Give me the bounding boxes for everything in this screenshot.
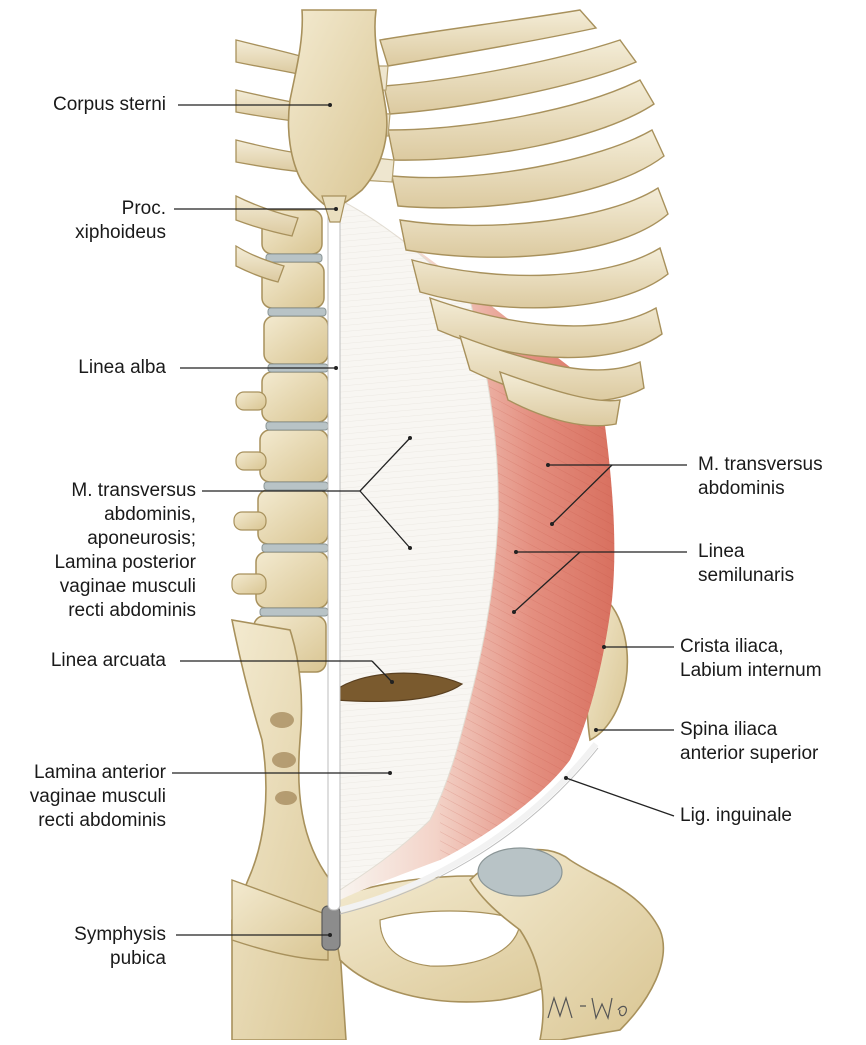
label-m-transversus: M. transversus abdominis (698, 453, 823, 501)
femur (468, 848, 665, 1041)
label-symphysis-pubica: Symphysis pubica (74, 923, 166, 971)
label-line: Crista iliaca, (680, 636, 784, 657)
label-line: Corpus sterni (53, 94, 166, 115)
label-line: vaginae musculi (29, 786, 166, 807)
label-lamina-anterior: Lamina anterior vaginae musculi recti abdo… (30, 761, 166, 833)
linea-arcuata-opening (335, 672, 464, 703)
label-linea-alba: Linea alba (78, 356, 166, 380)
aponeurosis-fibers (340, 200, 499, 890)
label-crista-iliaca: Crista iliaca, Labium internum (680, 635, 822, 683)
symphysis (321, 905, 341, 951)
label-line: Linea alba (78, 357, 166, 378)
label-line: Linea arcuata (50, 650, 166, 671)
label-line: vaginae musculi (59, 576, 196, 597)
label-line: abdominis, (104, 504, 196, 525)
label-line: M. transversus (698, 454, 823, 475)
label-line: Lig. inguinale (680, 805, 792, 826)
obturator-foramen (379, 910, 521, 967)
inguinal-ligament-edge (339, 747, 599, 915)
label-linea-semilunaris: Linea semilunaris (698, 540, 794, 588)
femoral-head-cartilage (477, 847, 563, 897)
label-line: Spina iliaca (680, 719, 778, 740)
linea-alba (327, 199, 341, 911)
label-line: semilunaris (698, 565, 795, 586)
label-transversus-aponeurosis: M. transversus abdominis, aponeurosis; Lami… (54, 479, 196, 623)
label-line: Lamina posterior (54, 552, 196, 573)
label-line: Symphysis (74, 924, 166, 945)
label-lig-inguinale: Lig. inguinale (680, 804, 792, 828)
label-line: anterior superior (680, 743, 819, 764)
sacral-foramina (270, 712, 297, 805)
label-line: Labium internum (680, 660, 822, 681)
leader-endpoints (328, 103, 606, 937)
label-line: Lamina anterior (33, 762, 166, 783)
vertebral-column (253, 209, 329, 673)
label-line: recti abdominis (68, 600, 196, 621)
label-line: xiphoideus (75, 222, 166, 243)
label-line: M. transversus (71, 480, 196, 501)
label-proc-xiphoideus: Proc. xiphoideus (75, 197, 166, 245)
transverse-processes (231, 391, 267, 595)
label-linea-arcuata: Linea arcuata (51, 649, 166, 673)
label-spina-iliaca: Spina iliaca anterior superior (680, 718, 818, 766)
label-line: pubica (110, 948, 166, 969)
label-line: recti abdominis (38, 810, 166, 831)
label-line: Linea (698, 541, 745, 562)
label-line: Proc. (121, 198, 166, 219)
label-corpus-sterni: Corpus sterni (53, 93, 166, 117)
label-line: aponeurosis; (87, 528, 196, 549)
artist-signature (547, 996, 627, 1021)
left-rib-stubs (235, 39, 307, 283)
leader-lines (172, 104, 687, 936)
rib-cage (379, 9, 669, 427)
label-line: abdominis (698, 478, 785, 499)
